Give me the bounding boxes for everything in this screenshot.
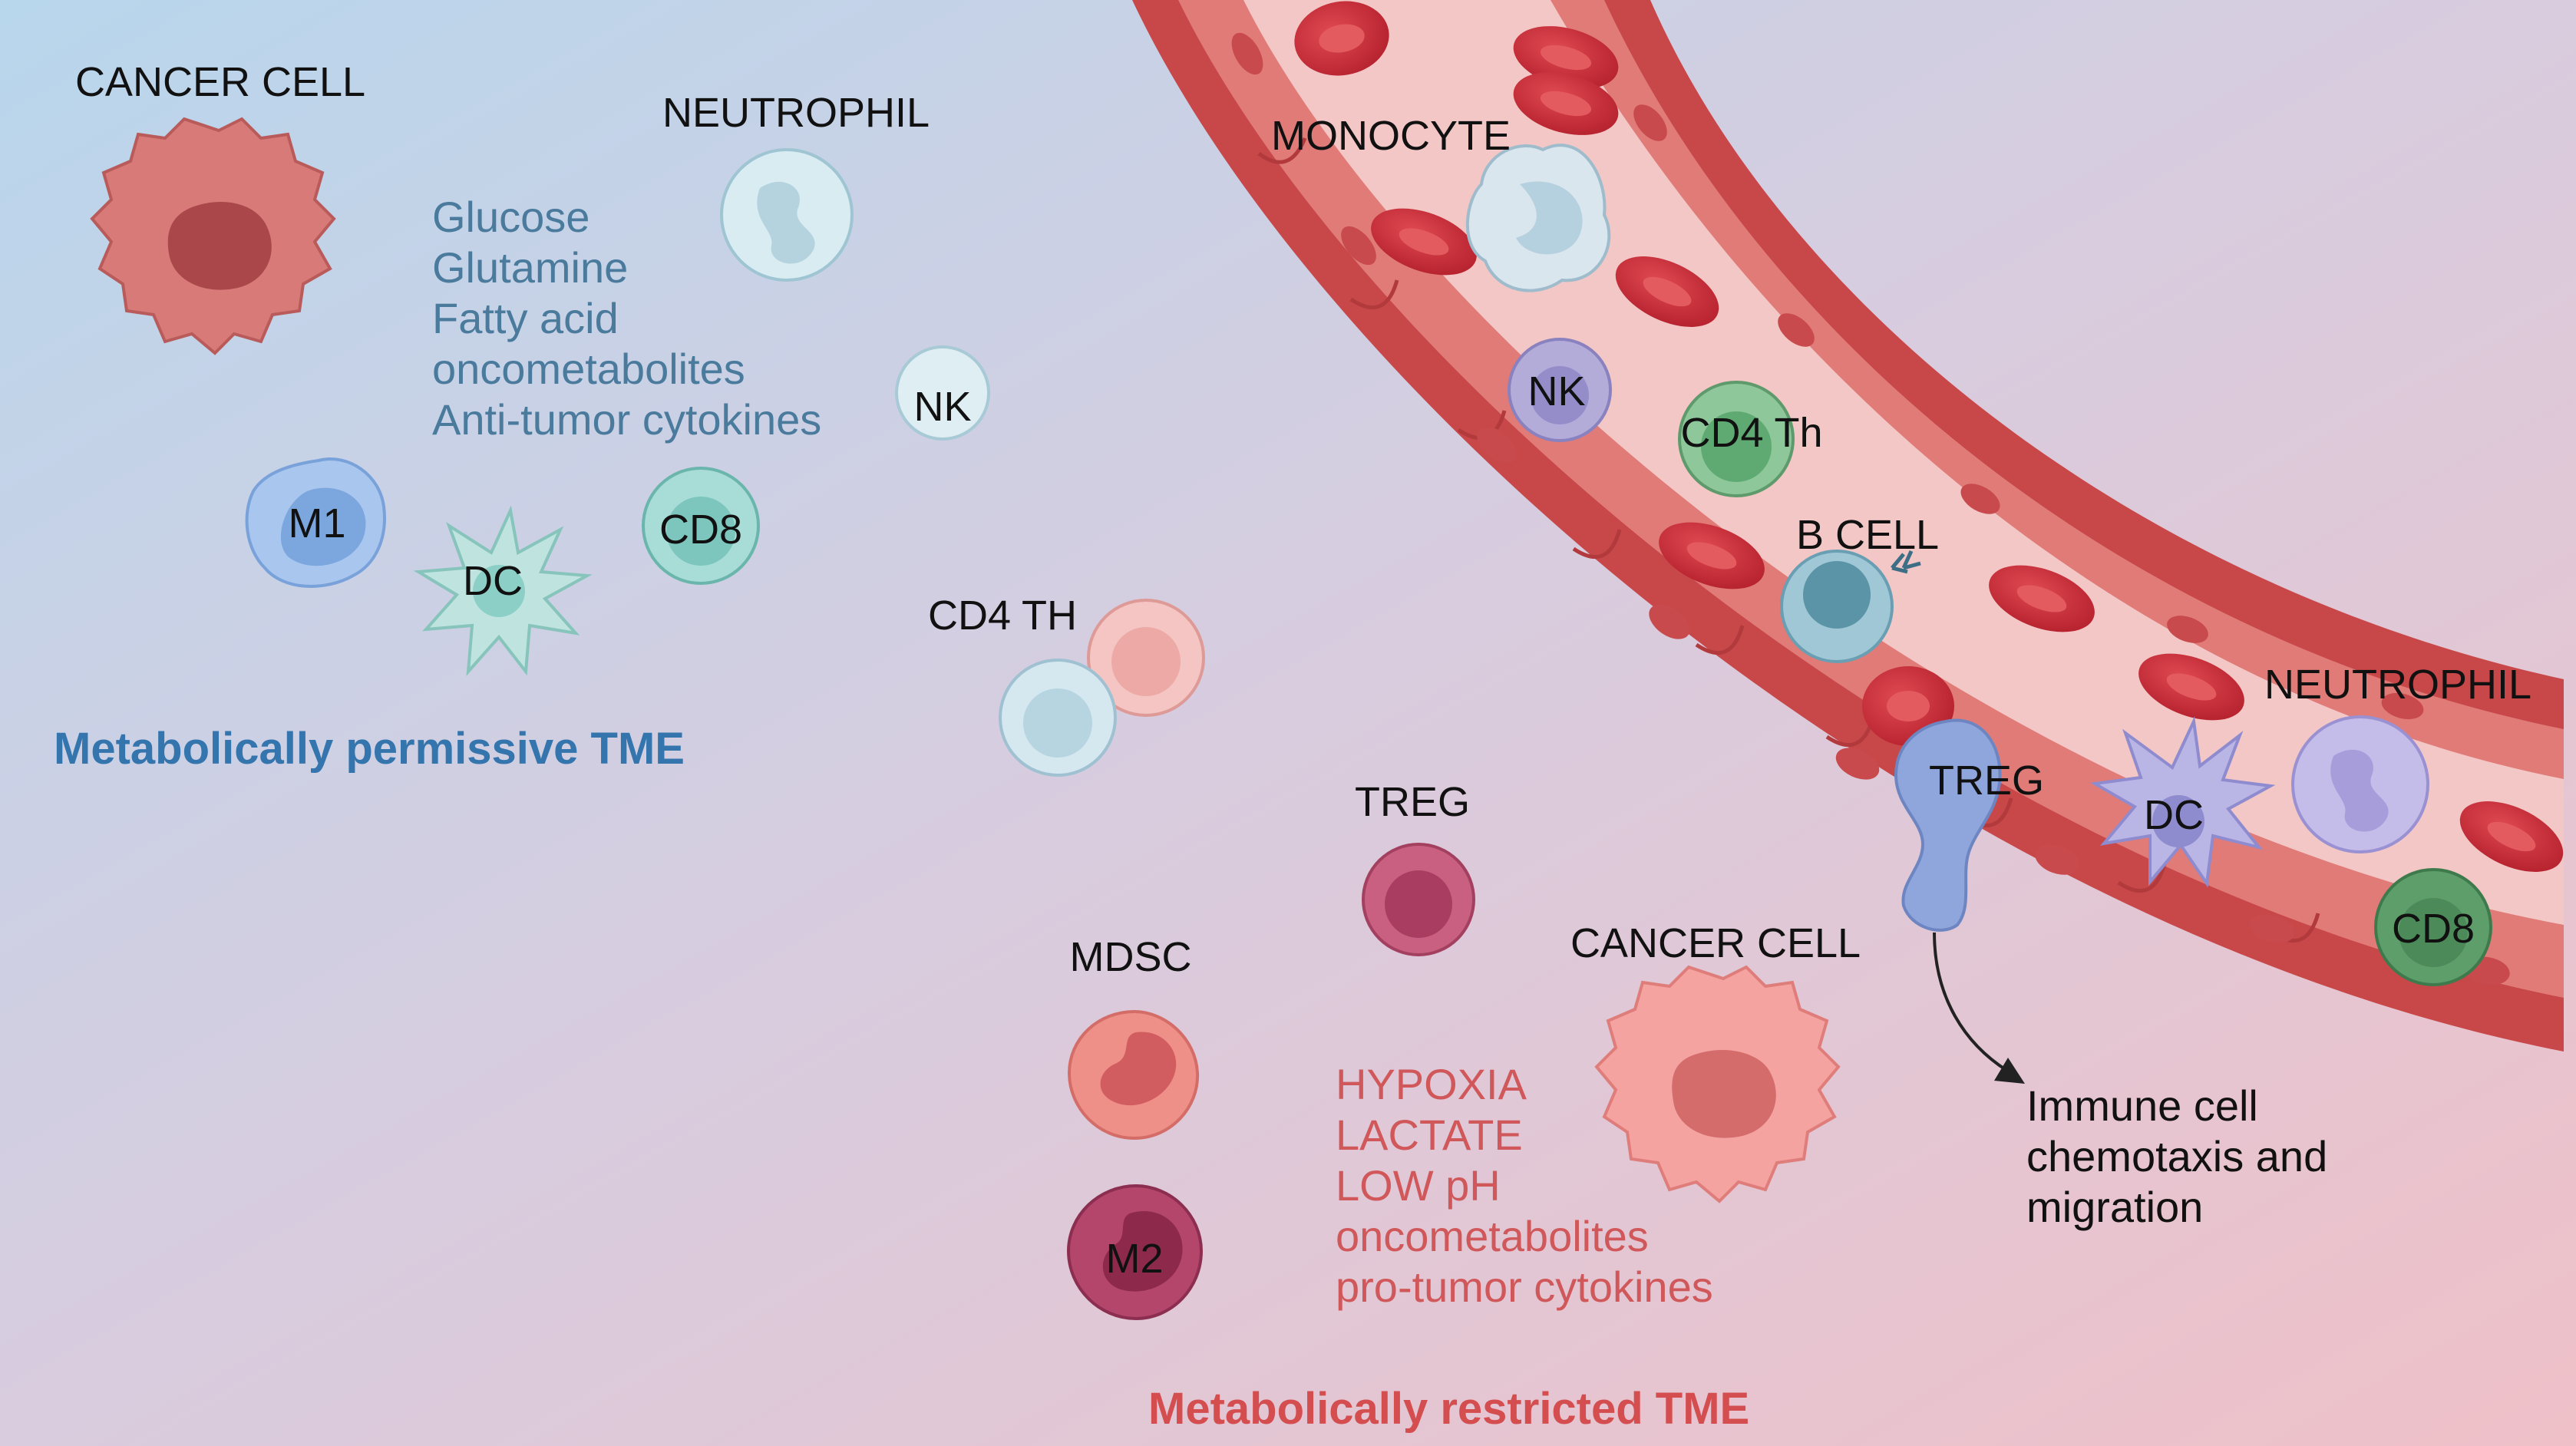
left-cd4-cells: [999, 599, 1205, 777]
vessel-monocyte: [1465, 144, 1611, 292]
right-m2-label: M2: [1105, 1236, 1163, 1282]
vessel-treg-extravasating: [1894, 718, 2002, 932]
migration-note-line: chemotaxis and: [2026, 1132, 2327, 1180]
restricted-tme-heading: Metabolically restricted TME: [1148, 1384, 1749, 1434]
left-nk-cell: [895, 345, 990, 441]
right-m2-macrophage: [1066, 1184, 1204, 1321]
vessel-cd8-cell: [2374, 868, 2492, 986]
left-cd8-cell: [642, 467, 760, 585]
vessel-nk-label: NK: [1527, 368, 1585, 414]
right-mdsc-label: MDSC: [1070, 934, 1192, 980]
left-neutrophil-label: NEUTROPHIL: [662, 90, 930, 136]
restricted-metabolite: pro-tumor cytokines: [1336, 1263, 1713, 1311]
migration-arrow: [1933, 932, 2025, 1084]
red-blood-cells: [1294, 1, 2564, 872]
vessel-nk-cell: [1508, 338, 1612, 442]
right-cancer-cell-label: CANCER CELL: [1570, 920, 1861, 966]
right-treg-cell: [1362, 843, 1475, 956]
vessel-b-cell-label: B CELL: [1796, 512, 1939, 558]
vessel-cd4-label: CD4 Th: [1680, 410, 1822, 456]
vessel-dc-label: DC: [2144, 792, 2204, 838]
vessel-dc: [2089, 716, 2276, 888]
migration-note-line: migration: [2026, 1183, 2203, 1231]
left-nk-label: NK: [913, 384, 971, 430]
vessel-treg-label: TREG: [1929, 758, 2044, 804]
left-cancer-cell-label: CANCER CELL: [75, 59, 365, 105]
left-cd8-label: CD8: [659, 507, 742, 553]
left-cancer-cell: [90, 117, 336, 355]
permissive-metabolite: Fatty acid: [432, 294, 619, 342]
antibody-icon: [1891, 550, 1921, 574]
permissive-metabolite: Anti-tumor cytokines: [432, 395, 821, 444]
vessel-monocyte-label: MONOCYTE: [1271, 113, 1511, 159]
left-m1-macrophage: [245, 457, 386, 588]
right-cancer-cell: [1594, 965, 1841, 1203]
restricted-metabolite: LOW pH: [1336, 1161, 1501, 1210]
permissive-metabolite: oncometabolites: [432, 345, 745, 393]
restricted-metabolite: oncometabolites: [1336, 1212, 1649, 1260]
permissive-metabolites-list: Glucose Glutamine Fatty acid oncometabol…: [432, 193, 821, 444]
vessel-b-cell: [1780, 550, 1921, 663]
vessel-cd8-label: CD8: [2392, 906, 2475, 952]
left-cd4-label: CD4 TH: [928, 593, 1077, 639]
left-neutrophil: [720, 148, 854, 282]
restricted-metabolites-list: HYPOXIA LACTATE LOW pH oncometabolites p…: [1336, 1060, 1713, 1311]
permissive-metabolite: Glutamine: [432, 243, 628, 292]
left-m1-label: M1: [288, 500, 345, 546]
migration-note-line: Immune cell: [2026, 1081, 2258, 1130]
vessel-cd4-cell: [1678, 381, 1795, 497]
vessel-neutrophil: [2291, 715, 2429, 853]
right-mdsc-cell: [1067, 1009, 1200, 1141]
left-dc: [413, 505, 593, 676]
permissive-tme-heading: Metabolically permissive TME: [54, 724, 685, 774]
left-dc-label: DC: [463, 558, 523, 604]
migration-note: Immune cell chemotaxis and migration: [2026, 1081, 2327, 1231]
restricted-metabolite: LACTATE: [1336, 1111, 1523, 1159]
right-treg-label: TREG: [1355, 779, 1470, 825]
vessel-neutrophil-label: NEUTROPHIL: [2264, 662, 2531, 708]
restricted-metabolite: HYPOXIA: [1336, 1060, 1527, 1108]
permissive-metabolite: Glucose: [432, 193, 590, 241]
